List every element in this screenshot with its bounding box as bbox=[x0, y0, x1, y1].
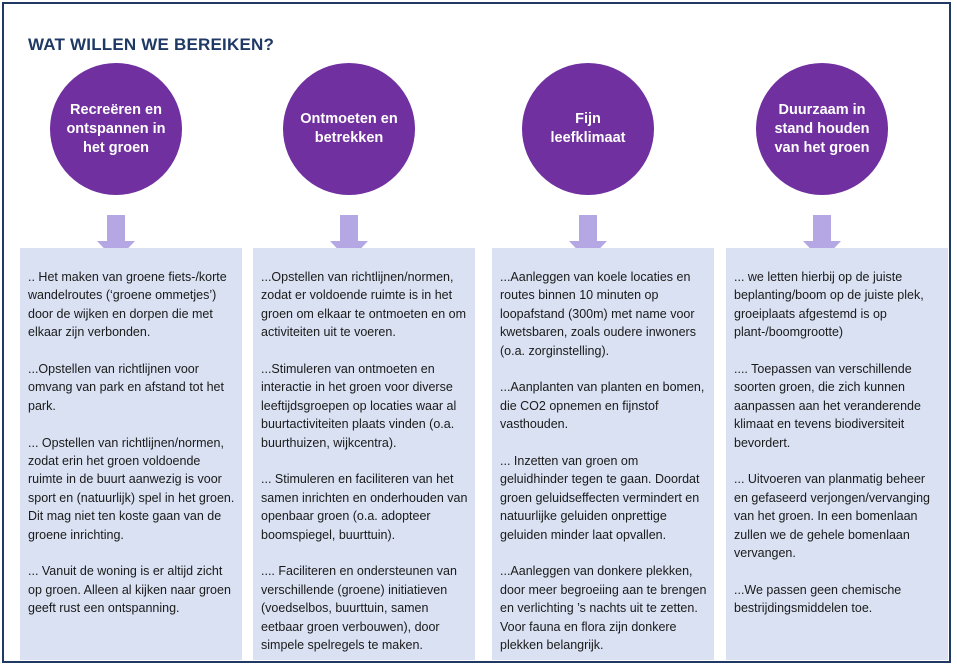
goal-item: ... Opstellen van richtlijnen/normen, zo… bbox=[28, 435, 235, 542]
goal-heading-line: Duurzaam in bbox=[778, 101, 866, 118]
goal-circle: Recreëren en ontspannen in het groen bbox=[50, 63, 182, 195]
goal-item: ...Stimuleren van ontmoeten en interacti… bbox=[261, 362, 457, 450]
diagram-frame: WAT WILLEN WE BEREIKEN? Recreëren en ont… bbox=[2, 2, 951, 663]
goal-item: ... Uitvoeren van planmatig beheer en ge… bbox=[734, 472, 930, 561]
goal-item: ... Vanuit de woning is er altijd zicht … bbox=[28, 564, 231, 616]
goal-text-box: ...Aanleggen van koele locaties en route… bbox=[492, 248, 714, 660]
goal-text-box: .. Het maken van groene fiets-/korte wan… bbox=[20, 248, 242, 660]
goal-item: ... Inzetten van groen om geluidhinder t… bbox=[500, 454, 700, 542]
goal-item: .. Het maken van groene fiets-/korte wan… bbox=[28, 270, 227, 340]
goal-heading-line: ontspannen in bbox=[66, 120, 166, 137]
goal-heading-line: het groen bbox=[82, 139, 150, 156]
goal-item: ... Stimuleren en faciliteren van het sa… bbox=[261, 472, 468, 542]
page-title: WAT WILLEN WE BEREIKEN? bbox=[28, 35, 275, 54]
goal-item: ...Aanleggen van donkere plekken, door m… bbox=[500, 564, 707, 653]
goal-item: ... we letten hierbij op de juiste bepla… bbox=[734, 270, 924, 340]
goal-item: .... Toepassen van verschillende soorten… bbox=[734, 362, 921, 450]
goal-circle: Fijn leefklimaat bbox=[522, 63, 654, 195]
goal-heading-line: stand houden bbox=[774, 120, 870, 137]
goal-heading-line: betrekken bbox=[314, 130, 384, 146]
goal-text-box: ... we letten hierbij op de juiste bepla… bbox=[726, 248, 948, 660]
goal-heading-line: Recreëren en bbox=[70, 101, 162, 118]
goal-heading-line: leefklimaat bbox=[550, 130, 626, 146]
goal-item: ...Opstellen van richtlijnen/normen, zod… bbox=[261, 270, 466, 340]
goal-heading-line: van het groen bbox=[774, 139, 870, 156]
goal-item: ...Opstellen van richtlijnen voor omvang… bbox=[28, 362, 224, 413]
goal-text-box: ...Opstellen van richtlijnen/normen, zod… bbox=[253, 248, 475, 660]
goal-circle: Duurzaam in stand houden van het groen bbox=[756, 63, 888, 195]
goal-item: .... Faciliteren en ondersteunen van ver… bbox=[261, 564, 457, 653]
goal-item: ...We passen geen chemische bestrijdings… bbox=[734, 582, 902, 616]
goal-item: ...Aanleggen van koele locaties en route… bbox=[500, 270, 696, 358]
goal-item: ...Aanplanten van planten en bomen, die … bbox=[500, 380, 705, 432]
goal-heading-line: Ontmoeten en bbox=[300, 111, 398, 127]
goal-heading-line: Fijn bbox=[575, 111, 601, 127]
goal-circle: Ontmoeten en betrekken bbox=[283, 63, 415, 195]
